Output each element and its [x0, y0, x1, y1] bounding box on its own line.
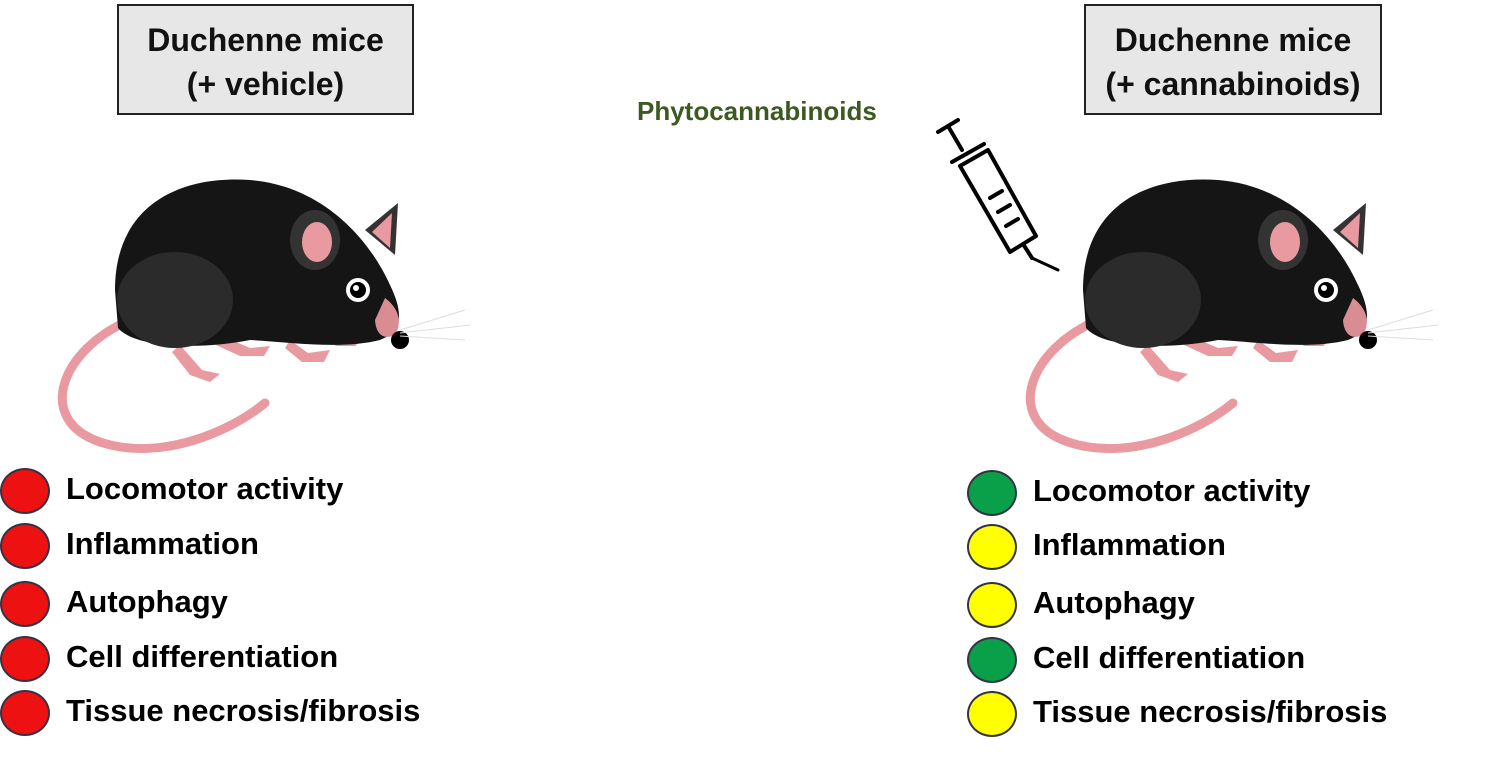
status-dot	[967, 582, 1017, 628]
status-dot	[0, 636, 50, 682]
outcome-label: Locomotor activity	[1033, 473, 1310, 509]
outcome-label: Cell differentiation	[1033, 640, 1305, 676]
vehicle-title-line1: Duchenne mice	[119, 18, 412, 62]
outcome-row: Cell differentiation	[0, 634, 470, 686]
outcome-row: Inflammation	[967, 522, 1437, 574]
outcome-label: Tissue necrosis/fibrosis	[66, 693, 420, 729]
status-dot	[0, 523, 50, 569]
cannabinoid-title-line2: (+ cannabinoids)	[1086, 62, 1380, 106]
status-dot	[0, 690, 50, 736]
outcome-label: Cell differentiation	[66, 639, 338, 675]
outcome-label: Tissue necrosis/fibrosis	[1033, 694, 1387, 730]
outcome-row: Locomotor activity	[0, 466, 470, 518]
status-dot	[967, 637, 1017, 683]
vehicle-group-title-box: Duchenne mice (+ vehicle)	[117, 4, 414, 115]
outcome-row: Tissue necrosis/fibrosis	[967, 689, 1437, 741]
outcome-label: Autophagy	[66, 584, 228, 620]
outcome-label: Inflammation	[66, 526, 259, 562]
cannabinoid-group-title-box: Duchenne mice (+ cannabinoids)	[1084, 4, 1382, 115]
status-dot	[0, 468, 50, 514]
outcome-row: Autophagy	[967, 580, 1437, 632]
status-dot	[967, 524, 1017, 570]
status-dot	[967, 470, 1017, 516]
outcome-label: Inflammation	[1033, 527, 1226, 563]
outcome-row: Cell differentiation	[967, 635, 1437, 687]
status-dot	[0, 581, 50, 627]
cannabinoid-mouse-illustration	[1008, 170, 1448, 460]
outcome-row: Autophagy	[0, 579, 470, 631]
outcome-row: Inflammation	[0, 521, 470, 573]
vehicle-title-line2: (+ vehicle)	[119, 62, 412, 106]
outcome-label: Locomotor activity	[66, 471, 343, 507]
outcome-row: Tissue necrosis/fibrosis	[0, 688, 470, 740]
outcome-label: Autophagy	[1033, 585, 1195, 621]
vehicle-mouse-illustration	[40, 170, 480, 460]
status-dot	[967, 691, 1017, 737]
outcome-row: Locomotor activity	[967, 468, 1437, 520]
cannabinoid-title-line1: Duchenne mice	[1086, 18, 1380, 62]
treatment-label: Phytocannabinoids	[637, 96, 877, 127]
